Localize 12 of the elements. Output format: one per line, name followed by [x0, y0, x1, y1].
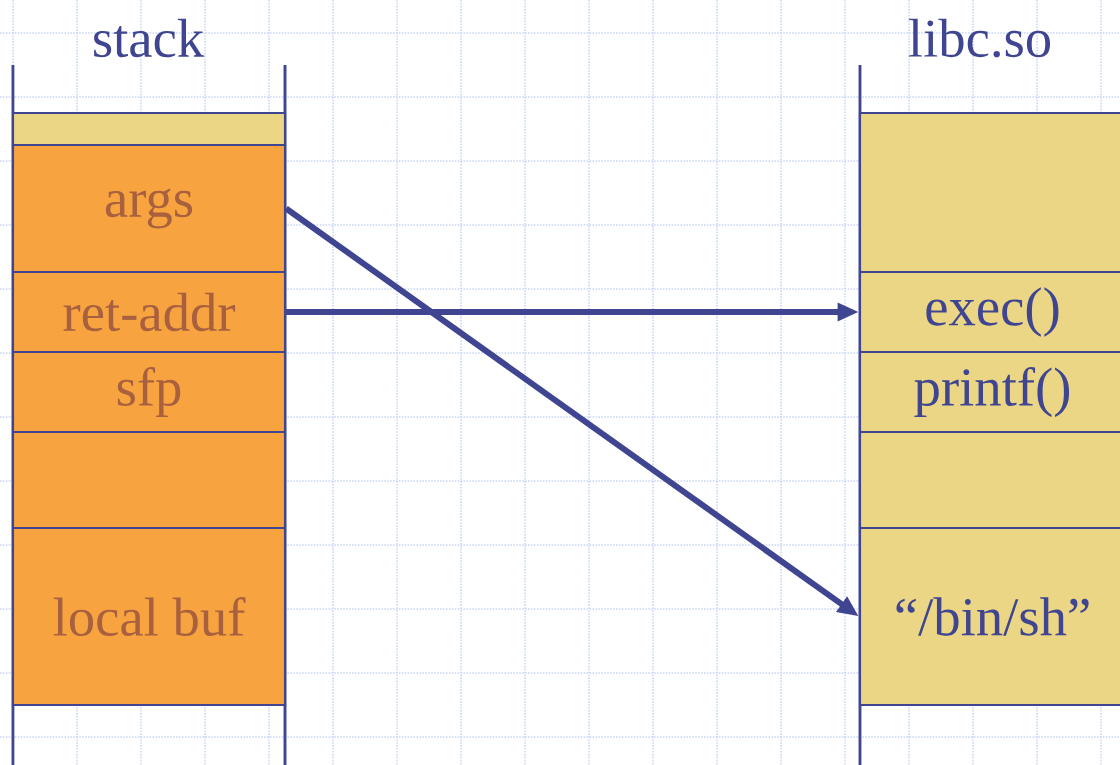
empty-cell [11, 430, 287, 530]
memory-cell: “/bin/sh” [858, 526, 1120, 707]
empty-cell [858, 430, 1120, 530]
memory-cell: sfp [11, 350, 287, 434]
memory-cell: exec() [858, 270, 1120, 354]
memory-cell: args [11, 143, 287, 274]
column-heading: libc.so [908, 18, 1051, 58]
memory-cell: local buf [11, 526, 287, 707]
memory-cell: ret-addr [11, 270, 287, 354]
empty-cell [11, 111, 287, 147]
memory-cell: printf() [858, 350, 1120, 434]
column-heading: stack [94, 18, 205, 58]
